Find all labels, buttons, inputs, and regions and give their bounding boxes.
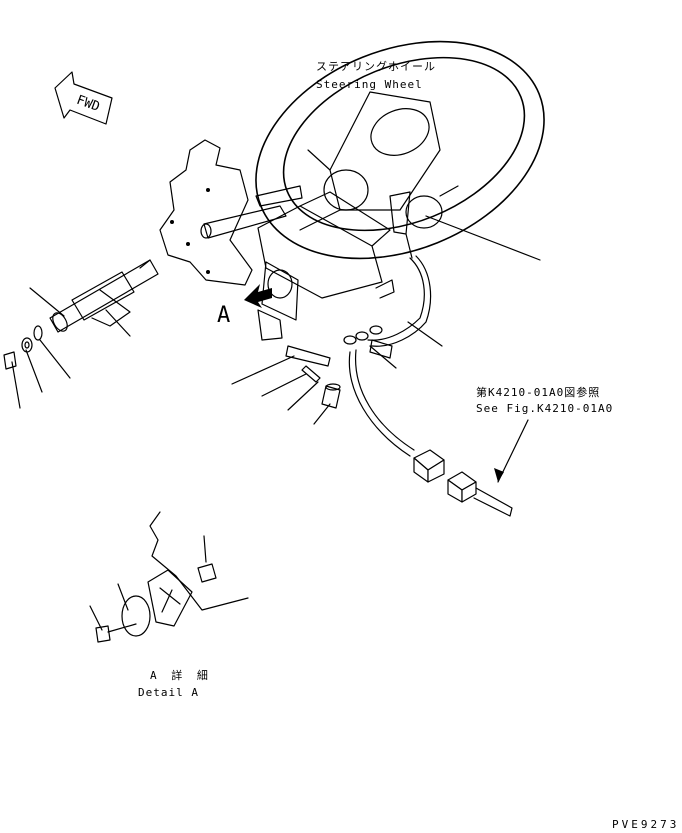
view-arrow-icon: [244, 284, 272, 308]
fwd-arrow-icon: FWD: [54, 71, 113, 125]
steering-column-shaft: [49, 259, 159, 333]
bolt-washer-set-left: [3, 325, 43, 370]
detail-a-drawing: [89, 511, 249, 643]
detail-a-label-en: Detail A: [138, 686, 199, 699]
drawing-code: PVE9273: [612, 818, 680, 831]
column-lever: [200, 185, 303, 239]
detail-a-label-jp: A 詳 細: [150, 669, 209, 682]
harness-clamps: [285, 279, 395, 367]
reference-label-en: See Fig.K4210-01A0: [476, 402, 614, 415]
reference-label-jp: 第K4210-01A0図参照: [476, 386, 601, 399]
view-a-marker: A: [217, 303, 231, 328]
steering-wheel: [255, 40, 545, 260]
steering-wheel-label-en: Steering Wheel: [316, 78, 423, 91]
screw-set-center: [301, 365, 341, 409]
steering-wheel-label-jp: ステアリングホイール: [316, 60, 436, 73]
mounting-bracket: [159, 139, 253, 286]
connector-pair: [413, 449, 513, 517]
reference-arrow: [494, 419, 529, 483]
steering-column-body: [257, 191, 391, 341]
wiring-harness: [348, 233, 432, 457]
leader-lines: [11, 215, 541, 425]
